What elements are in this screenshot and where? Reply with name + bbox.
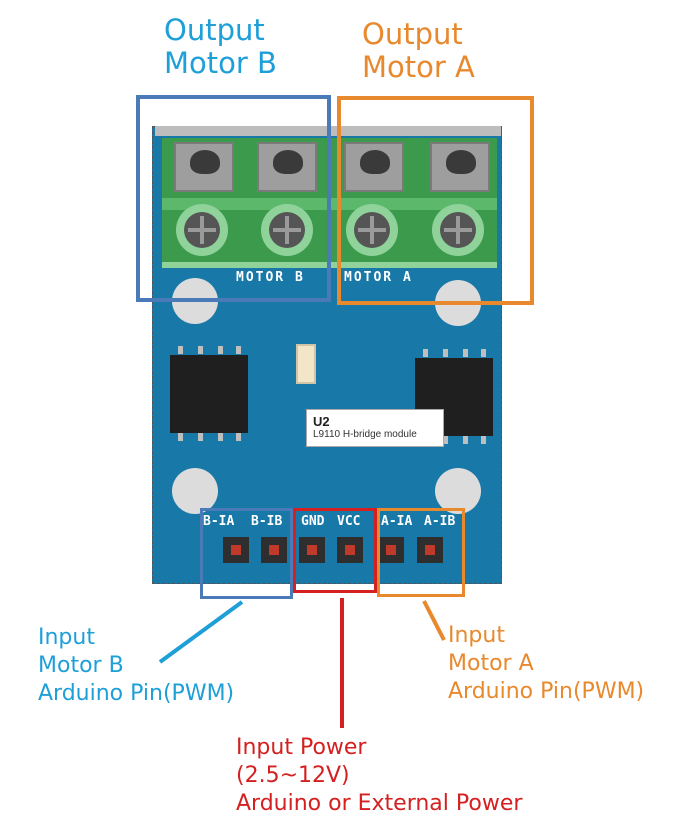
input-power-label: Input Power (2.5~12V) Arduino or Externa… [236,734,522,818]
header-pin-b-ib [261,537,287,563]
pin-label-b-ia: B-IA [203,514,235,529]
input-motor-a-line2: Motor A [448,651,534,676]
silk-motor-a: MOTOR A [344,270,413,285]
output-motor-b-label: Output Motor B [164,14,277,80]
connector-input-a [422,600,446,641]
screw-icon [261,204,313,256]
terminal-housing-b1 [174,142,234,192]
highlight-input-a [377,508,465,597]
connector-input-b [158,600,244,664]
screw-icon [432,204,484,256]
pin-label-gnd: GND [301,514,325,529]
pin-label-b-ib: B-IB [251,514,283,529]
output-motor-a-line1: Output [362,17,463,51]
input-power-line2: (2.5~12V) [236,763,350,788]
input-motor-b-line3: Arduino Pin(PWM) [38,681,235,706]
component-tooltip: U2 L9110 H-bridge module [306,409,444,447]
pin-label-vcc: VCC [337,514,361,529]
smd-component [296,344,316,384]
output-motor-a-line2: Motor A [362,50,475,84]
input-motor-a-line3: Arduino Pin(PWM) [448,679,645,704]
terminal-housing-b2 [257,142,317,192]
input-motor-b-label: Input Motor B Arduino Pin(PWM) [38,624,234,708]
output-motor-b-line1: Output [164,13,265,47]
mounting-hole [172,468,218,514]
header-pin-a-ib [417,537,443,563]
highlight-input-b [200,508,293,599]
mounting-hole [435,468,481,514]
highlight-output-b [136,95,331,302]
highlight-output-a [337,96,534,305]
silk-motor-b: MOTOR B [236,270,305,285]
tooltip-text: L9110 H-bridge module [313,429,417,440]
input-power-line1: Input Power [236,735,367,760]
header-pin-vcc [337,537,363,563]
pin-label-a-ia: A-IA [381,514,413,529]
pin-label-a-ib: A-IB [424,514,456,529]
input-power-line3: Arduino or External Power [236,791,523,816]
chip-left [170,355,248,433]
terminal-housing-a1 [344,142,404,192]
input-motor-a-line1: Input [448,623,505,648]
header-pin-gnd [299,537,325,563]
input-motor-a-label: Input Motor A Arduino Pin(PWM) [448,622,644,706]
output-motor-a-label: Output Motor A [362,18,475,84]
header-pin-b-ia [223,537,249,563]
input-motor-b-line1: Input [38,625,95,650]
terminal-housing-a2 [430,142,490,192]
header-pin-a-ia [378,537,404,563]
input-motor-b-line2: Motor B [38,653,124,678]
output-motor-b-line2: Motor B [164,46,277,80]
screw-icon [346,204,398,256]
highlight-power [293,508,377,593]
tooltip-title: U2 [313,414,330,429]
screw-icon [176,204,228,256]
